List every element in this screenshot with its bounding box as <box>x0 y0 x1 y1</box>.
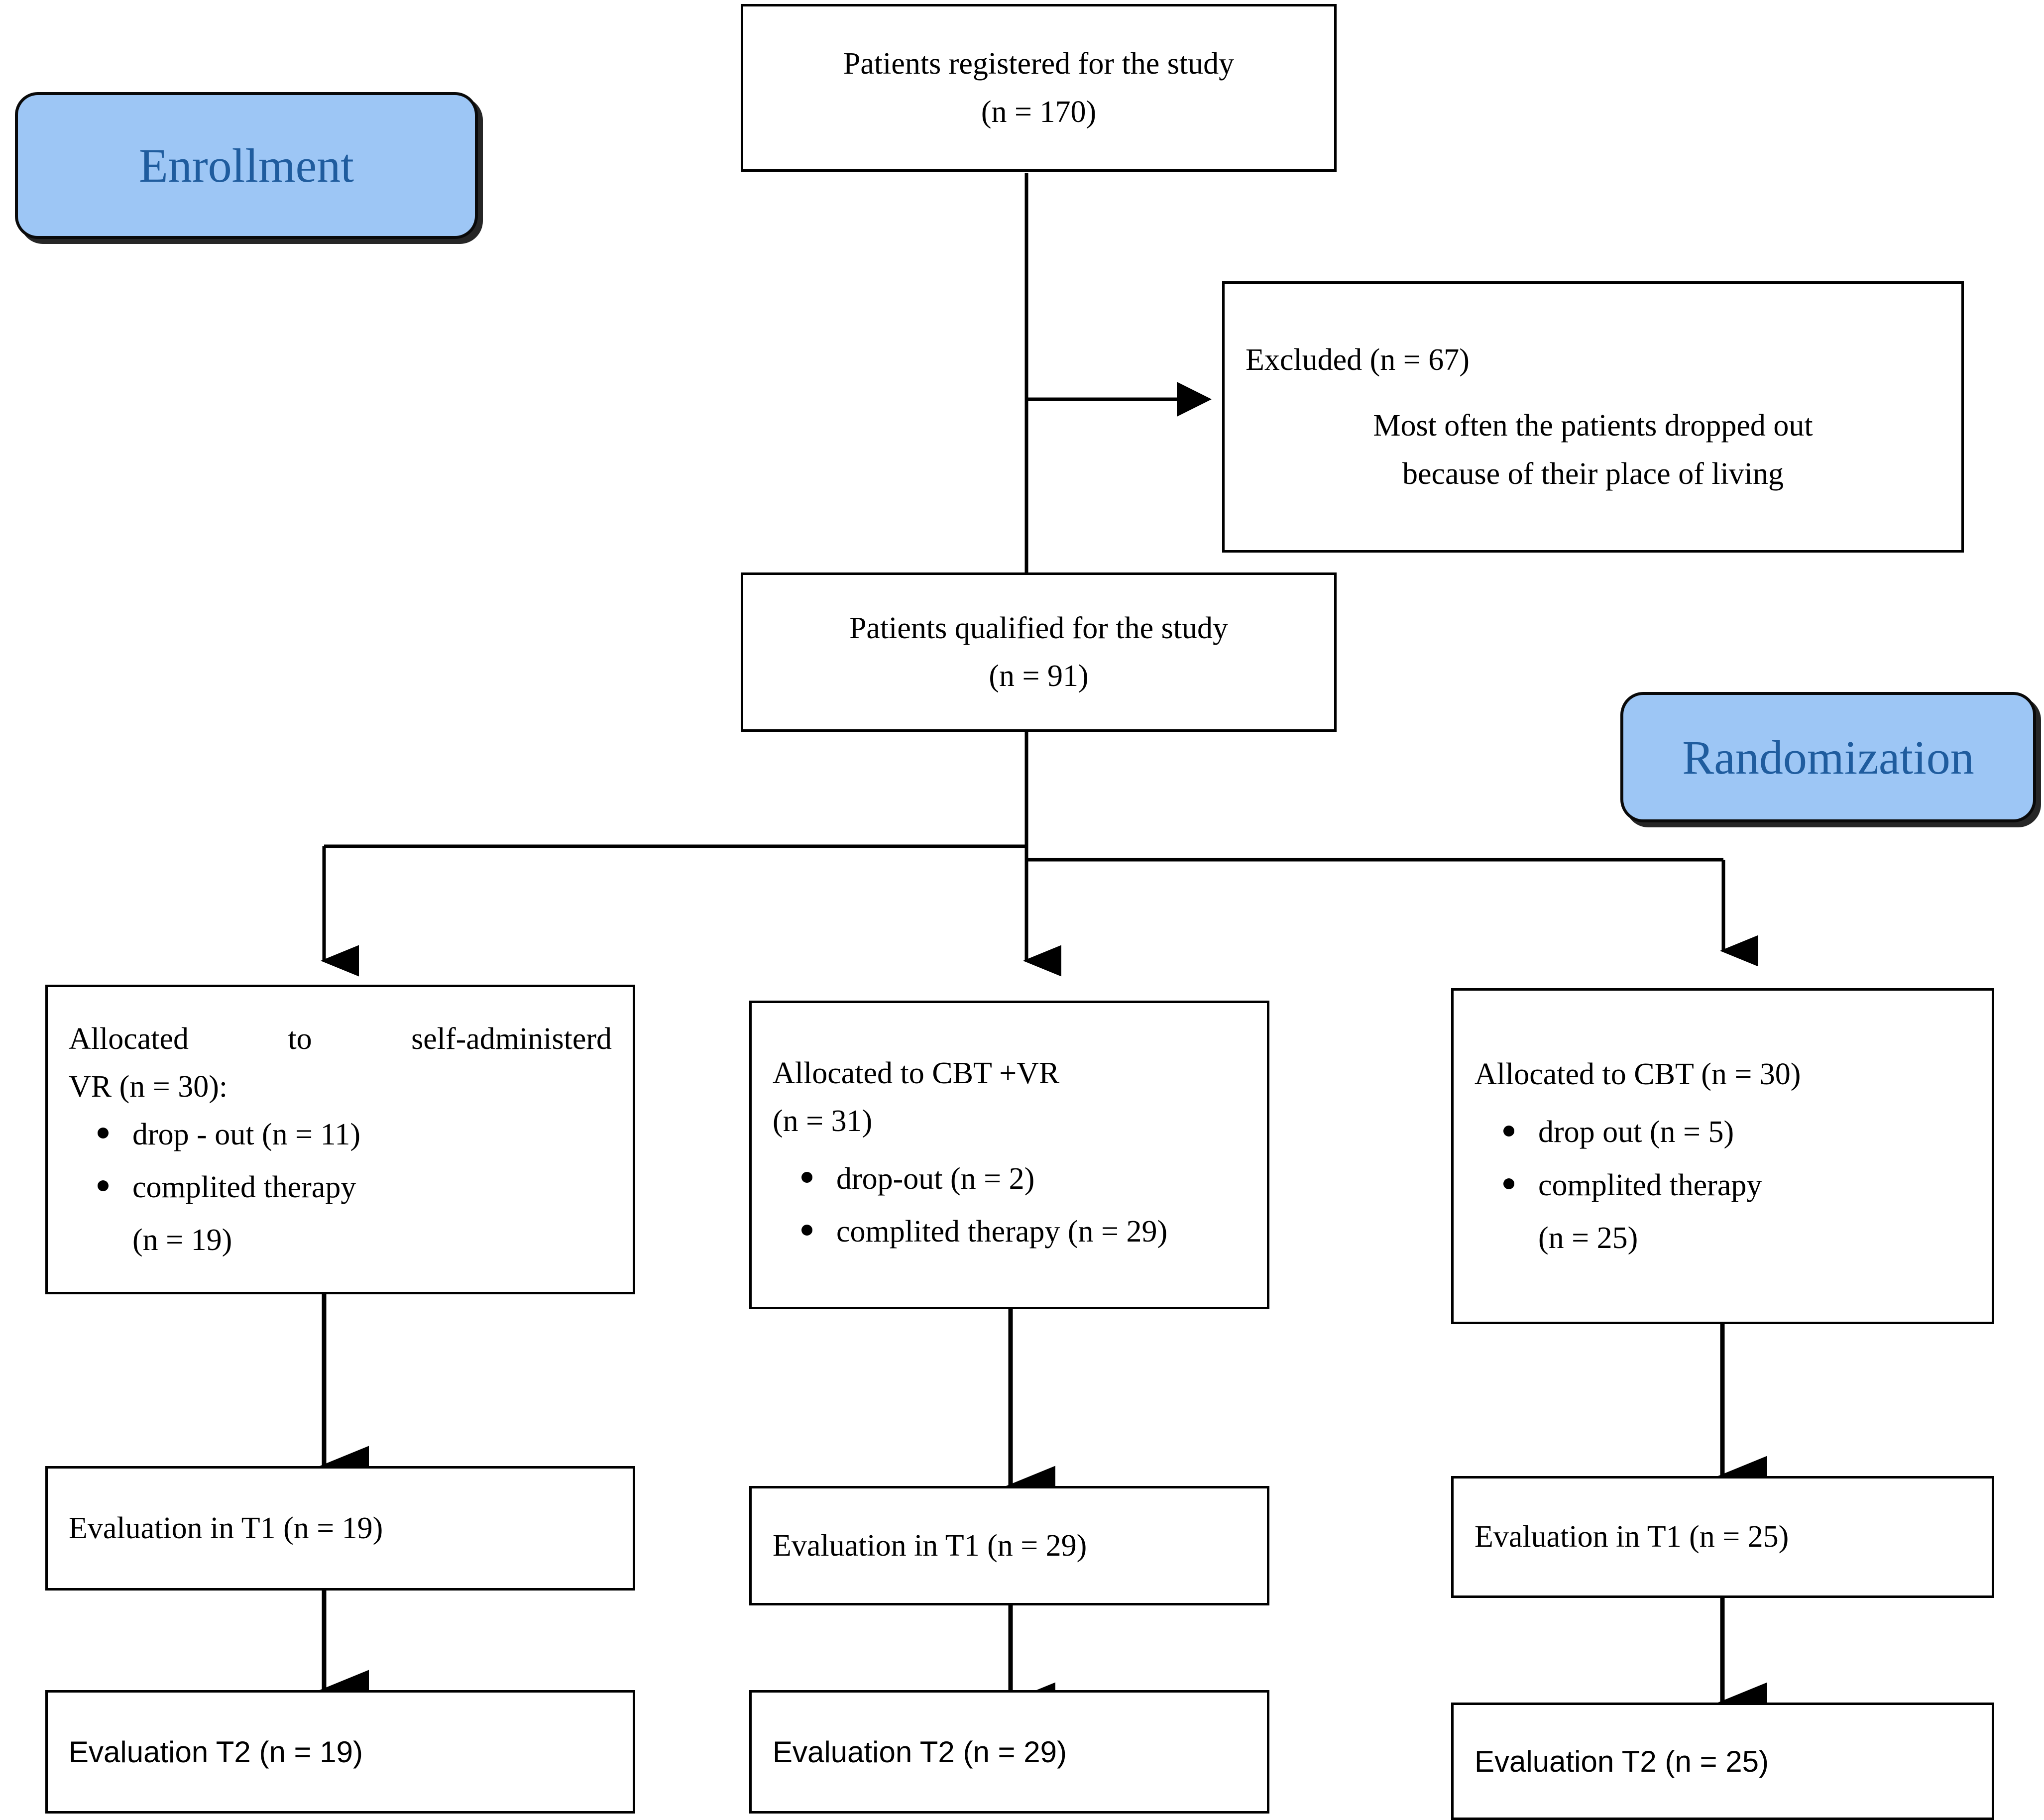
node-excluded-reason-line1: Most often the patients dropped out <box>1373 409 1813 443</box>
node-evaluation-t2-cbt-label: Evaluation T2 (n = 25) <box>1475 1744 1769 1778</box>
bullet-dot-icon <box>1503 1178 1514 1189</box>
node-alloc-vr-bullet2-count: (n = 19) <box>132 1223 232 1257</box>
list-item: drop-out (n = 2) <box>773 1155 1246 1203</box>
node-excluded-count: Excluded (n = 67) <box>1246 343 1470 377</box>
node-alloc-cbt-bullet2-count: (n = 25) <box>1538 1221 1638 1255</box>
node-alloc-cbtvr-line2: (n = 31) <box>773 1104 873 1138</box>
node-excluded-reason-line2: because of their place of living <box>1402 456 1784 491</box>
node-alloc-cbtvr-bullet2: complited therapy (n = 29) <box>836 1215 1168 1249</box>
node-excluded: Excluded (n = 67) Most often the patient… <box>1222 281 1964 553</box>
node-alloc-cbtvr-line1: Allocated to CBT +VR <box>773 1056 1060 1090</box>
node-allocated-self-administered-vr: Allocated to self-administerd VR (n = 30… <box>45 985 635 1294</box>
bullet-dot-icon <box>801 1172 812 1183</box>
node-alloc-vr-bullet2: complited therapy <box>132 1170 356 1205</box>
node-alloc-vr-bullet1: drop - out (n = 11) <box>132 1117 360 1151</box>
node-alloc-cbtvr-bullet-list: drop-out (n = 2) complited therapy (n = … <box>773 1155 1246 1255</box>
node-allocated-cbt-plus-vr: Allocated to CBT +VR (n = 31) drop-out (… <box>749 1001 1269 1309</box>
node-evaluation-t1-cbt-label: Evaluation in T1 (n = 25) <box>1475 1520 1789 1554</box>
node-alloc-vr-bullet-list: drop - out (n = 11) complited therapy <box>69 1111 612 1211</box>
node-alloc-cbt-bullet2: complited therapy <box>1538 1168 1762 1202</box>
node-patients-qualified-count: (n = 91) <box>989 659 1089 693</box>
list-item: complited therapy <box>69 1163 612 1211</box>
node-alloc-cbt-bullet1: drop out (n = 5) <box>1538 1115 1734 1149</box>
bullet-dot-icon <box>98 1180 109 1192</box>
node-evaluation-t1-cbt: Evaluation in T1 (n = 25) <box>1451 1476 1994 1598</box>
node-patients-qualified-line1: Patients qualified for the study <box>849 611 1229 645</box>
node-evaluation-t1-cbtvr-label: Evaluation in T1 (n = 29) <box>773 1528 1087 1563</box>
bullet-dot-icon <box>1503 1125 1514 1137</box>
node-evaluation-t1-cbtvr: Evaluation in T1 (n = 29) <box>749 1486 1269 1605</box>
node-alloc-cbt-line1: Allocated to CBT (n = 30) <box>1475 1057 1801 1092</box>
phase-badge-randomization: Randomization <box>1620 692 2036 822</box>
node-evaluation-t1-vr-label: Evaluation in T1 (n = 19) <box>69 1511 383 1545</box>
list-item: drop out (n = 5) <box>1475 1108 1971 1156</box>
phase-badge-randomization-label: Randomization <box>1682 730 1974 784</box>
node-evaluation-t1-vr: Evaluation in T1 (n = 19) <box>45 1466 635 1591</box>
bullet-dot-icon <box>801 1225 812 1236</box>
node-alloc-cbtvr-bullet1: drop-out (n = 2) <box>836 1162 1035 1196</box>
node-evaluation-t2-vr: Evaluation T2 (n = 19) <box>45 1690 635 1814</box>
list-item: complited therapy <box>1475 1161 1971 1209</box>
node-alloc-cbt-bullet-list: drop out (n = 5) complited therapy <box>1475 1108 1971 1209</box>
node-patients-registered-count: (n = 170) <box>981 95 1097 129</box>
node-evaluation-t2-cbtvr-label: Evaluation T2 (n = 29) <box>773 1735 1067 1769</box>
node-patients-registered-line1: Patients registered for the study <box>843 47 1235 81</box>
node-alloc-vr-line1: Allocated to self-administerd <box>69 1022 612 1056</box>
phase-badge-enrollment: Enrollment <box>15 92 478 239</box>
phase-badge-enrollment-label: Enrollment <box>139 139 354 192</box>
node-patients-registered: Patients registered for the study (n = 1… <box>741 4 1337 172</box>
node-alloc-vr-line2: VR (n = 30): <box>69 1069 228 1104</box>
list-item: drop - out (n = 11) <box>69 1111 612 1158</box>
node-evaluation-t2-cbtvr: Evaluation T2 (n = 29) <box>749 1690 1269 1814</box>
list-item: complited therapy (n = 29) <box>773 1208 1246 1255</box>
node-evaluation-t2-cbt: Evaluation T2 (n = 25) <box>1451 1703 1994 1820</box>
bullet-dot-icon <box>98 1128 109 1139</box>
node-evaluation-t2-vr-label: Evaluation T2 (n = 19) <box>69 1735 363 1769</box>
node-allocated-cbt: Allocated to CBT (n = 30) drop out (n = … <box>1451 988 1994 1324</box>
node-patients-qualified: Patients qualified for the study (n = 91… <box>741 572 1337 732</box>
